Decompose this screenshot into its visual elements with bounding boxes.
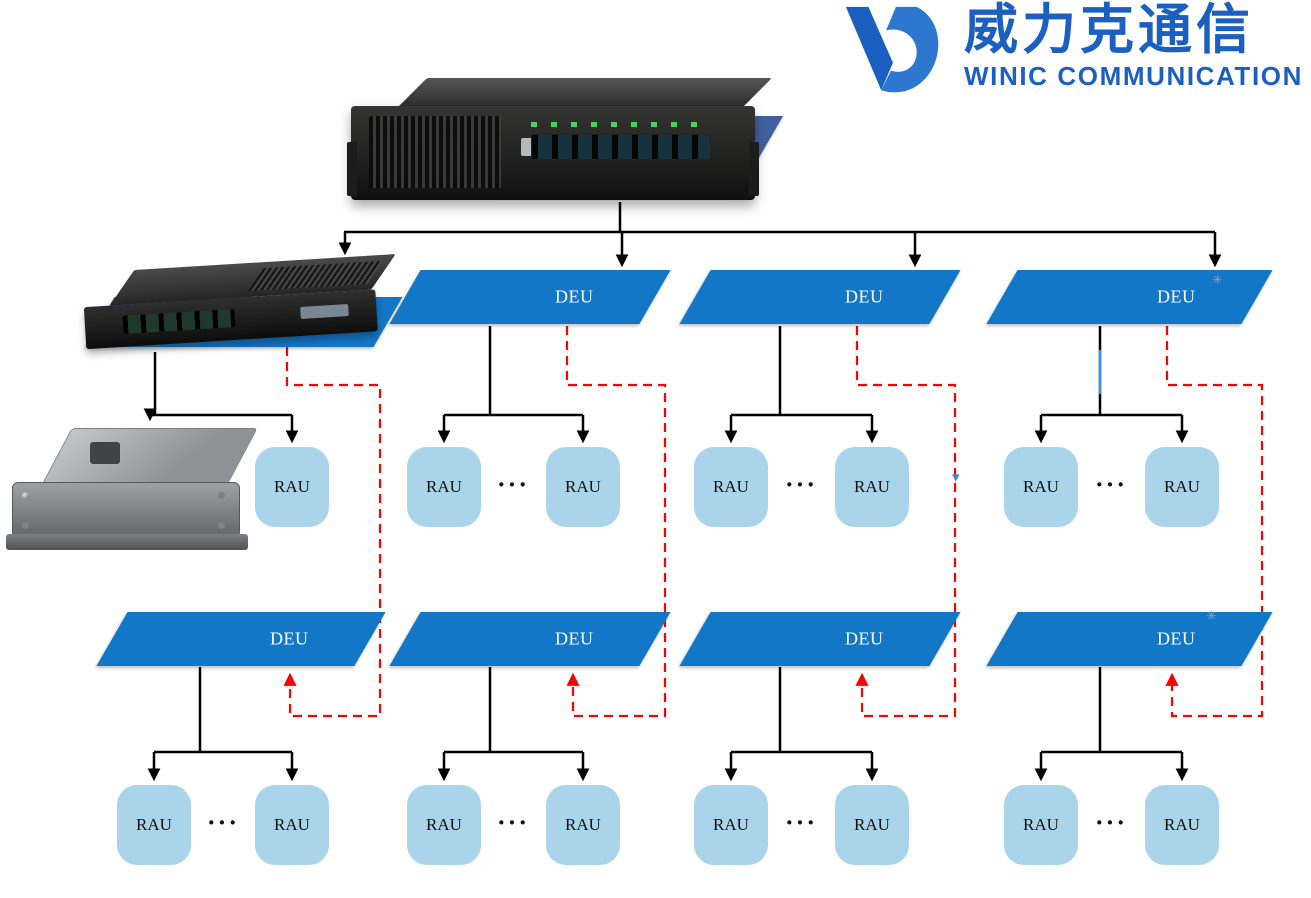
rau-node: RAU [694,447,768,527]
rau-label: RAU [1023,815,1059,834]
rau-label: RAU [274,477,310,496]
sbbu-device-photo [345,76,772,206]
deu-node-r2b4: DEU [986,612,1273,666]
deu-node-r1b4: DEU [986,270,1273,324]
rau-label: RAU [274,815,310,834]
rau-label: RAU [1164,477,1200,496]
deu-node-r2b2: DEU [389,612,671,666]
vent-grid [369,116,501,188]
rau-node: RAU [1004,785,1078,865]
artifact-star-icon: ✳ [1206,608,1217,623]
rau-node: RAU [694,785,768,865]
rau-label: RAU [1164,815,1200,834]
deu-label: DEU [1156,628,1196,649]
rau-label: RAU [565,815,601,834]
brand-text-block: 威力克通信 WINIC COMMUNICATION [964,2,1303,92]
deu-label: DEU [844,628,884,649]
led-strip [531,122,711,127]
cascade-b3 [855,326,957,718]
rau-node: RAU [117,785,191,865]
deu-label: DEU [269,628,309,649]
rack-ear [749,142,759,196]
ellipsis-dots: ··· [1094,808,1127,837]
rau-label: RAU [426,815,462,834]
switch-device-photo [82,254,396,354]
rau-label: RAU [854,815,890,834]
cascade-b1 [283,347,382,718]
rau-node: RAU [546,785,620,865]
winic-logo: 威力克通信 WINIC COMMUNICATION [824,2,1303,100]
rau-label: RAU [565,477,601,496]
brand-name-cn: 威力克通信 [964,0,1254,60]
rau-node: RAU [407,447,481,527]
deu-label: DEU [1156,286,1196,307]
ellipsis-dots: ··· [496,470,529,499]
port-row [531,134,711,160]
device-base-flange [6,534,248,550]
rau-label: RAU [426,477,462,496]
device-top-face [397,78,772,108]
ellipsis-dots: ··· [206,808,239,837]
ellipsis-dots: ··· [784,808,817,837]
rau-device-photo [6,422,258,554]
rau-node: RAU [1145,447,1219,527]
device-front-face [347,106,759,200]
rau-label: RAU [713,815,749,834]
rau-label: RAU [136,815,172,834]
rau-node: RAU [835,447,909,527]
artifact-star-icon: ✳ [1212,272,1223,287]
brand-name-en: WINIC COMMUNICATION [964,60,1303,91]
rau-node: RAU [1004,447,1078,527]
rau-node: RAU [1145,785,1219,865]
port-row [122,309,236,334]
deu-node-r1b2: DEU [389,270,671,324]
deu-label: DEU [554,286,594,307]
cascade-b2 [565,326,667,718]
rau-node: RAU [255,785,329,865]
ellipsis-dots: ··· [784,470,817,499]
cascade-b4 [1165,326,1264,718]
ellipsis-dots: ··· [1094,470,1127,499]
deu-label: DEU [554,628,594,649]
winic-logo-mark [845,6,939,93]
rack-ear [347,142,357,196]
deu-node-r2b3: DEU [679,612,961,666]
triangle-marker-icon: ▾ [952,470,960,486]
device-body [79,249,396,363]
deu-node-r2b1: DEU [96,612,386,666]
rau-node: RAU [255,447,329,527]
brand-badge [300,304,349,319]
ellipsis-dots: ··· [496,808,529,837]
brand-badge [90,442,120,464]
device-top-face [42,428,258,484]
vent-grid [247,260,384,292]
screw-dots [22,492,29,499]
rau-node: RAU [407,785,481,865]
rau-node: RAU [835,785,909,865]
device-front-face [12,482,240,538]
rau-label: RAU [854,477,890,496]
rau-node: RAU [546,447,620,527]
rau-label: RAU [713,477,749,496]
deu-label: DEU [844,286,884,307]
rau-label: RAU [1023,477,1059,496]
deu-node-r1b3: DEU [679,270,961,324]
